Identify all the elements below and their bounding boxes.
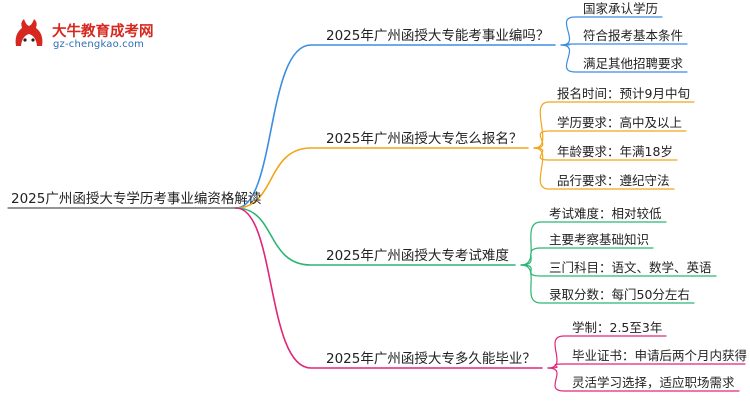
- branch-how-to-apply[interactable]: 2025年广州函授大专怎么报名？: [326, 131, 523, 147]
- link-branch-leaf-1-1: [533, 130, 687, 149]
- leaf-other-requirements[interactable]: 满足其他招聘要求: [583, 55, 684, 71]
- link-root-branch-1: [235, 147, 529, 209]
- link-root-branch-0: [235, 44, 556, 209]
- leaf-difficulty-level[interactable]: 考试难度：相对较低: [549, 205, 662, 221]
- logo-title: 大牛教育成考网: [52, 24, 154, 40]
- leaf-education-requirement[interactable]: 学历要求：高中及以上: [557, 114, 683, 130]
- branch-can-take-exam[interactable]: 2025年广州函授大专能考事业编吗？: [326, 28, 550, 44]
- bull-logo-icon: [15, 19, 43, 46]
- leaf-basic-conditions[interactable]: 符合报考基本条件: [583, 27, 684, 43]
- leaf-recognized-degree[interactable]: 国家承认学历: [583, 0, 659, 16]
- link-branch-leaf-0-2: [560, 44, 688, 73]
- link-branch-leaf-0-1: [560, 43, 688, 46]
- link-branch-leaf-1-2: [533, 147, 678, 161]
- leaf-diploma[interactable]: 毕业证书：申请后两个月内获得: [572, 347, 748, 363]
- link-root-branch-2: [235, 207, 516, 266]
- logo-url: gz-chengkao.com: [53, 39, 145, 50]
- leaf-admission-score[interactable]: 录取分数：每门50分左右: [549, 286, 690, 302]
- link-branch-leaf-2-1: [520, 247, 654, 266]
- link-branch-leaf-3-2: [547, 367, 740, 392]
- link-branch-leaf-2-3: [520, 264, 695, 304]
- leaf-age-requirement[interactable]: 年龄要求：年满18岁: [557, 143, 673, 159]
- leaf-apply-time[interactable]: 报名时间：预计9月中旬: [557, 85, 690, 101]
- link-branch-leaf-3-1: [547, 363, 746, 369]
- link-branch-leaf-2-0: [520, 221, 667, 266]
- leaf-flexible-learning[interactable]: 灵活学习选择，适应职场需求: [572, 374, 735, 390]
- site-logo[interactable]: 大牛教育成考网 gz-chengkao.com: [6, 8, 166, 56]
- leaf-conduct-requirement[interactable]: 品行要求：遵纪守法: [557, 172, 670, 188]
- branch-exam-difficulty[interactable]: 2025年广州函授大专考试难度: [326, 248, 509, 264]
- link-branch-leaf-1-3: [533, 147, 675, 190]
- leaf-three-subjects[interactable]: 三门科目：语文、数学、英语: [549, 259, 712, 275]
- link-root-branch-3: [235, 207, 543, 369]
- branch-graduation-time[interactable]: 2025年广州函授大专多久能毕业？: [326, 351, 536, 367]
- link-branch-leaf-1-0: [533, 101, 695, 149]
- link-branch-leaf-3-0: [547, 335, 667, 369]
- leaf-basic-knowledge[interactable]: 主要考察基础知识: [549, 231, 650, 247]
- leaf-study-duration[interactable]: 学制：2.5至3年: [572, 319, 663, 335]
- mindmap-root[interactable]: 2025广州函授大专学历考事业编资格解读: [11, 191, 262, 207]
